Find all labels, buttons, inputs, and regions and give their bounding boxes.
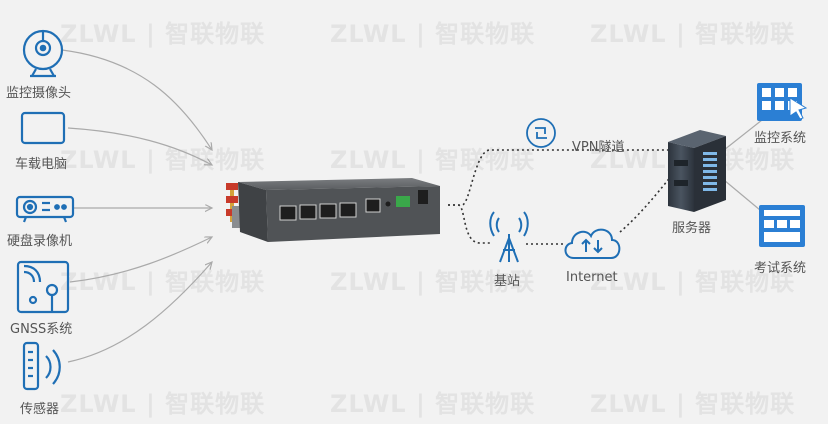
link-monitoring bbox=[723, 119, 763, 151]
link-camera bbox=[61, 49, 212, 150]
watermark: ZLWL | 智联物联 bbox=[60, 20, 266, 48]
cloud-icon bbox=[564, 228, 621, 259]
watermark: ZLWL | 智联物联 bbox=[60, 268, 266, 296]
watermark: ZLWL | 智联物联 bbox=[330, 146, 536, 174]
link-exam bbox=[723, 179, 761, 211]
network-links bbox=[448, 149, 673, 245]
link-gnss bbox=[69, 237, 212, 283]
label-car-terminal: 车载电脑 bbox=[15, 157, 68, 172]
monitoring-system-icon bbox=[757, 83, 808, 121]
watermark: ZLWL | 智联物联 bbox=[590, 20, 796, 48]
watermark: ZLWL | 智联物联 bbox=[330, 390, 536, 418]
link-sensor bbox=[67, 262, 212, 363]
label-sensor: 传感器 bbox=[20, 402, 60, 417]
tablet-icon bbox=[20, 111, 66, 145]
label-server: 服务器 bbox=[672, 221, 712, 236]
label-internet: Internet bbox=[566, 270, 618, 285]
watermark: ZLWL | 智联物联 bbox=[590, 390, 796, 418]
label-vpn: VPN隧道 bbox=[572, 140, 625, 155]
gnss-icon bbox=[16, 260, 70, 314]
vpn-tunnel-line bbox=[448, 149, 668, 206]
power-terminal bbox=[396, 196, 410, 207]
sensor-icon bbox=[22, 341, 61, 391]
label-nvr: 硬盘录像机 bbox=[7, 234, 73, 249]
exam-system-icon bbox=[759, 205, 805, 247]
label-gnss: GNSS系统 bbox=[10, 322, 73, 337]
link-car-terminal bbox=[67, 127, 212, 165]
server-device bbox=[668, 130, 726, 212]
base-station-icon bbox=[489, 211, 529, 263]
ethernet-ports bbox=[279, 198, 381, 221]
device-links bbox=[61, 49, 212, 363]
router-device bbox=[226, 178, 440, 242]
internet-to-server-line bbox=[619, 174, 673, 233]
label-monitoring-system: 监控系统 bbox=[754, 131, 807, 146]
watermark: ZLWL | 智联物联 bbox=[60, 146, 266, 174]
server-lights bbox=[703, 152, 717, 191]
vpn-icon bbox=[526, 118, 556, 148]
label-base-station: 基站 bbox=[494, 274, 521, 289]
base-station-line bbox=[448, 204, 492, 244]
watermark: ZLWL | 智联物联 bbox=[330, 268, 536, 296]
watermark: ZLWL | 智联物联 bbox=[60, 390, 266, 418]
label-exam-system: 考试系统 bbox=[754, 261, 807, 276]
nvr-icon bbox=[15, 195, 75, 223]
watermark: ZLWL | 智联物联 bbox=[330, 20, 536, 48]
label-camera: 监控摄像头 bbox=[6, 86, 72, 101]
system-links bbox=[723, 119, 763, 211]
camera-icon bbox=[22, 29, 64, 78]
watermark: ZLWL | 智联物联 bbox=[590, 268, 796, 296]
